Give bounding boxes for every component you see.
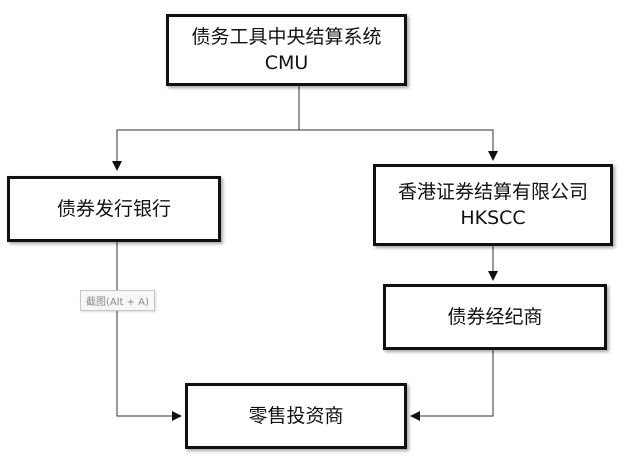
node-hkscc-subtitle: HKSCC [460,207,526,229]
node-cmu: 债务工具中央结算系统 CMU [166,14,407,86]
node-issuer-title: 债券发行银行 [56,198,171,220]
edge-issuer-retail [116,242,182,421]
node-retail: 零售投资商 [185,383,407,449]
node-broker: 债券经纪商 [383,284,607,350]
node-hkscc: 香港证券结算有限公司 HKSCC [373,164,613,246]
node-issuer: 债券发行银行 [7,176,221,242]
screenshot-tooltip: 截图(Alt + A) [80,290,155,311]
node-hkscc-title: 香港证券结算有限公司 [397,181,588,203]
edge-broker-retail [410,350,494,421]
edge-cmu-issuer [112,86,300,171]
node-cmu-title: 债务工具中央结算系统 [191,26,382,48]
node-broker-title: 债券经纪商 [447,306,543,328]
node-cmu-subtitle: CMU [264,52,309,74]
edge-cmu-hkscc [299,129,498,161]
node-retail-title: 零售投资商 [248,405,344,427]
